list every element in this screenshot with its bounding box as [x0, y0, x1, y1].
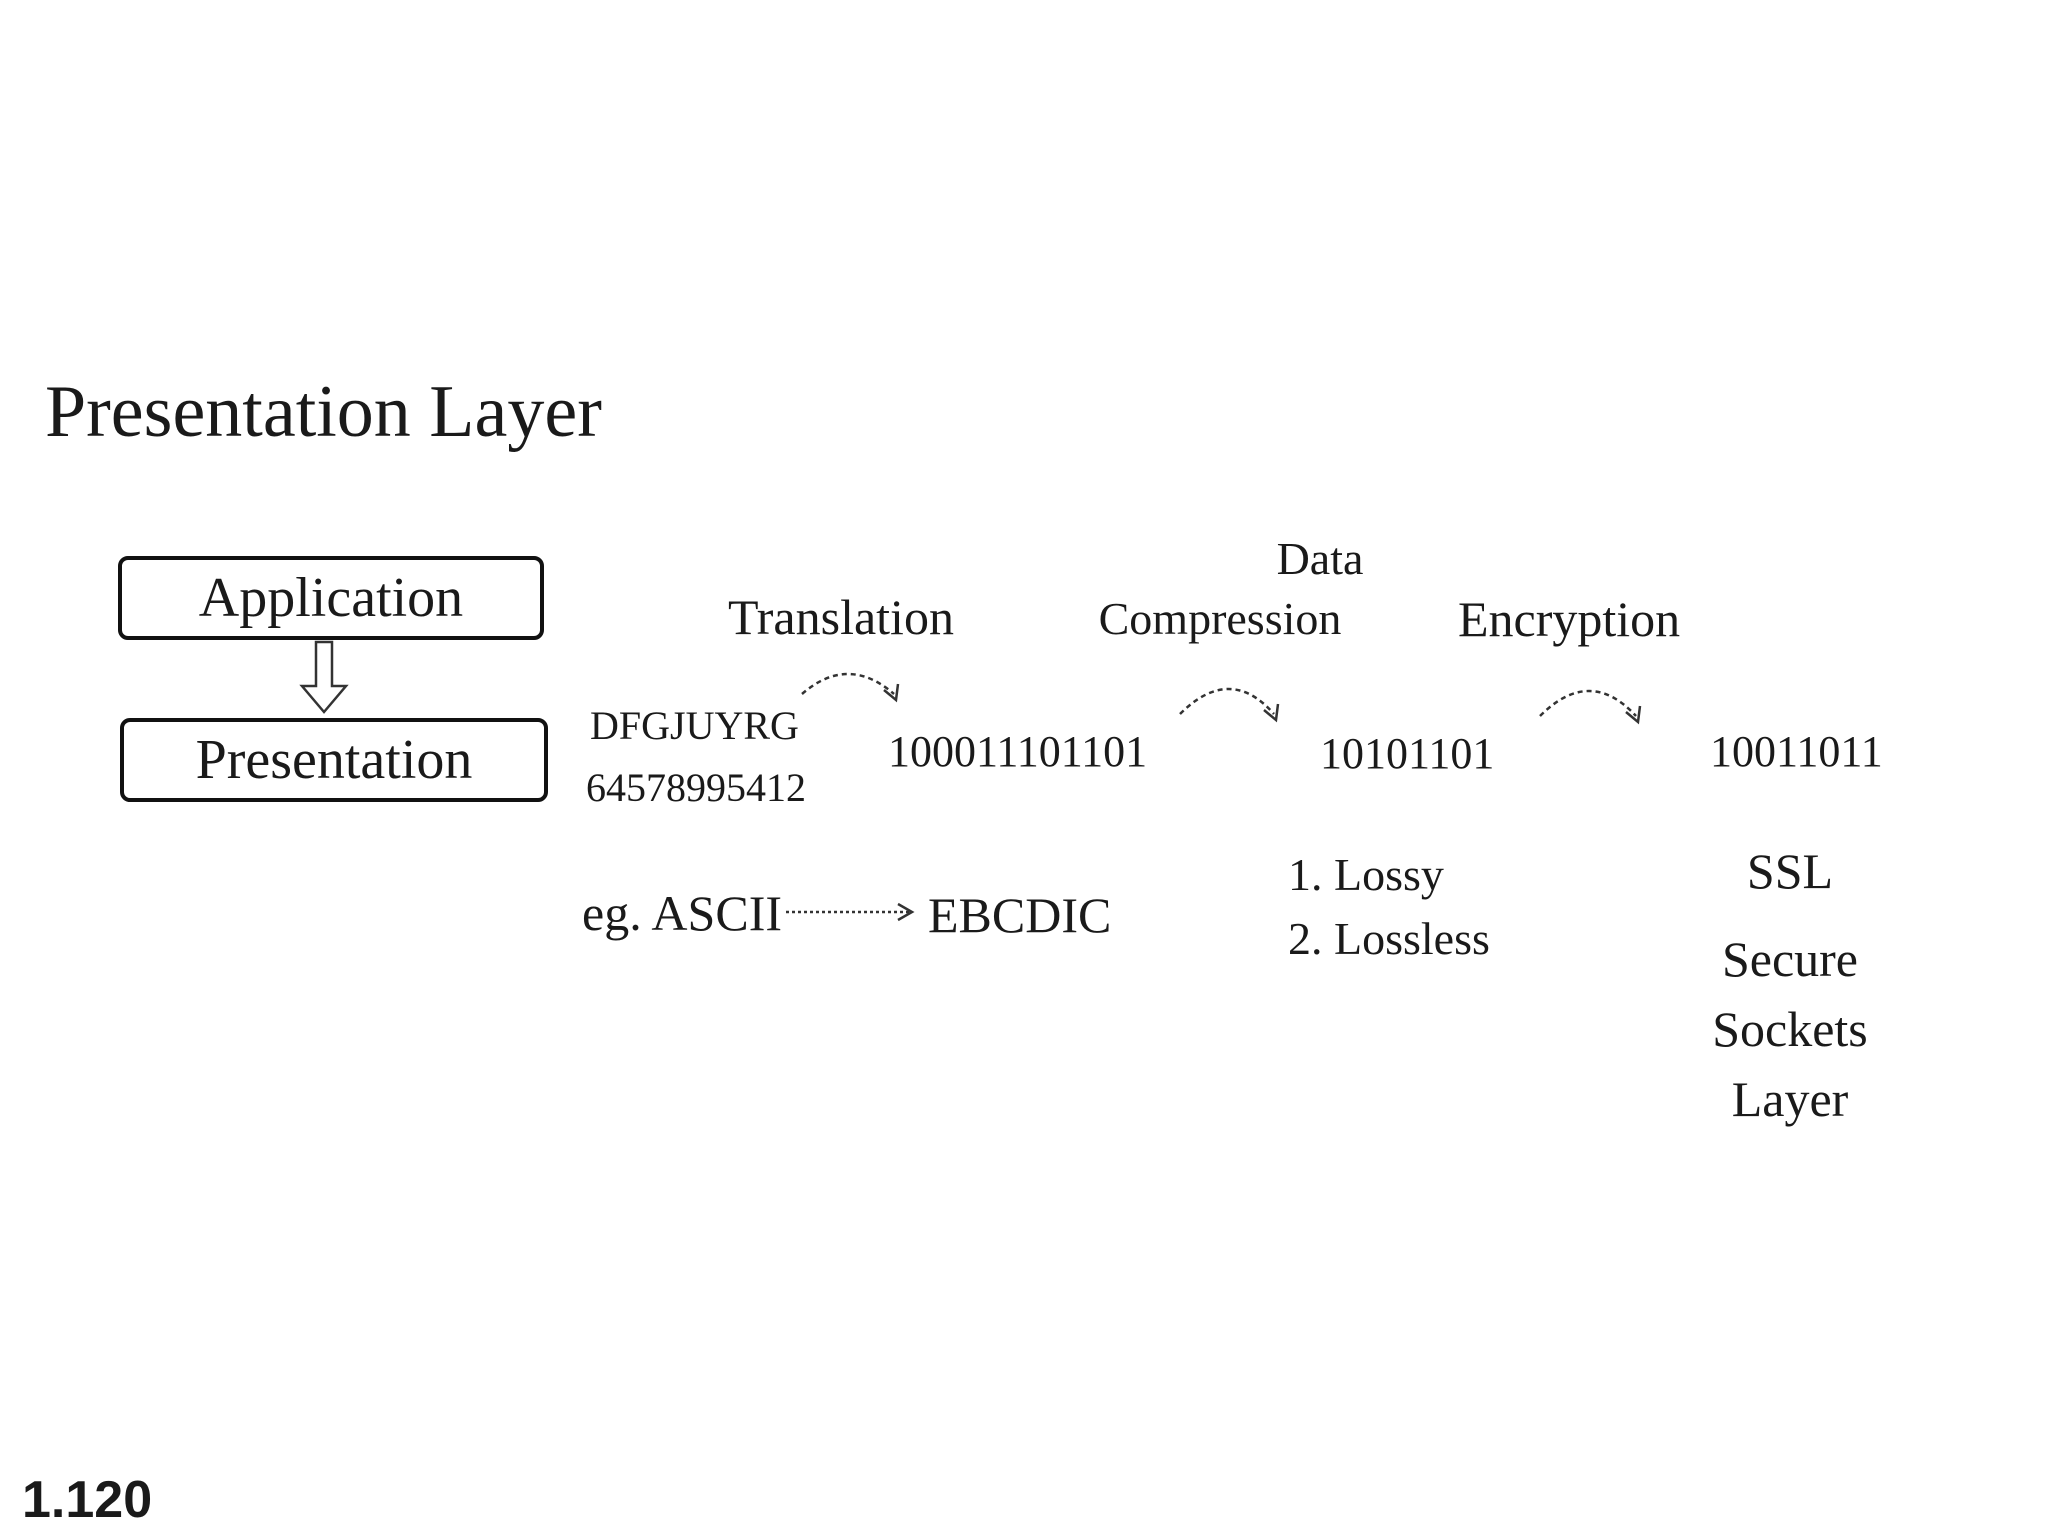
example-ebcdic: EBCDIC [928, 887, 1112, 943]
translation-heading: Translation [728, 589, 954, 645]
translation-output: 100011101101 [888, 727, 1148, 776]
compression-output: 10101101 [1320, 729, 1495, 778]
translation-input-line1: DFGJUYRG [590, 703, 799, 748]
compression-heading-line2: Compression [1098, 593, 1342, 644]
example-ascii: eg. ASCII [582, 885, 782, 941]
ssl-word-secure: Secure [1721, 931, 1859, 987]
compression-type-lossy: 1. Lossy [1288, 849, 1444, 900]
down-arrow-icon [299, 640, 349, 714]
encryption-heading: Encryption [1458, 591, 1681, 647]
compression-type-lossless: 2. Lossless [1288, 913, 1490, 964]
translation-input-line2: 64578995412 [586, 765, 806, 810]
encryption-output: 10011011 [1710, 727, 1883, 776]
compression-heading-line1: Data [1276, 533, 1364, 584]
slide-number: 1.120 [22, 1471, 153, 1529]
ssl-word-layer: Layer [1731, 1071, 1849, 1127]
presentation-box: Presentation [120, 718, 548, 802]
application-box: Application [118, 556, 544, 640]
encryption-curve-arrow [1539, 689, 1637, 717]
translation-curve-arrow [801, 672, 895, 695]
page-title: Presentation Layer [45, 371, 602, 453]
ssl-acronym: SSL [1746, 843, 1834, 899]
compression-curve-arrow [1179, 687, 1275, 715]
ssl-word-sockets: Sockets [1712, 1001, 1868, 1057]
